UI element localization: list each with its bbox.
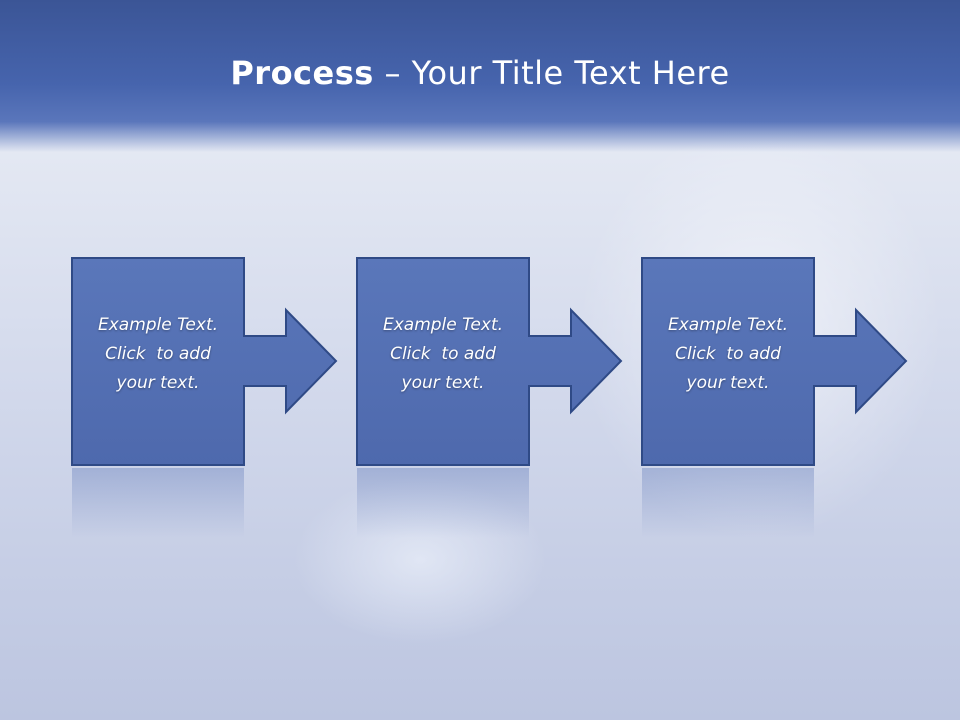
step-2-line-2: Click to add [390,344,496,364]
step-1-reflection [72,468,244,538]
step-3[interactable] [641,257,908,466]
step-1-shape[interactable] [71,257,338,466]
title-rest: Your Title Text Here [411,54,730,92]
step-3-text[interactable]: Example Text. Click to add your text. [642,311,814,398]
step-3-line-1: Example Text. [667,315,789,335]
step-3-line-3: your text. [686,373,770,393]
title-dash: – [373,54,412,92]
step-2-line-3: your text. [401,373,485,393]
step-1-text[interactable]: Example Text. Click to add your text. [72,311,244,398]
step-3-reflection [642,468,814,538]
title-bar [0,0,960,152]
step-2-line-1: Example Text. [382,315,504,335]
step-2-shape[interactable] [356,257,623,466]
step-3-shape[interactable] [641,257,908,466]
step-2-reflection [357,468,529,538]
step-1[interactable] [71,257,338,466]
slide-title[interactable]: Process – Your Title Text Here [0,54,960,92]
step-3-line-2: Click to add [675,344,781,364]
step-1-line-3: your text. [116,373,200,393]
step-2-text[interactable]: Example Text. Click to add your text. [357,311,529,398]
step-1-line-2: Click to add [105,344,211,364]
title-bold: Process [230,54,374,92]
step-2[interactable] [356,257,623,466]
step-1-line-1: Example Text. [97,315,219,335]
